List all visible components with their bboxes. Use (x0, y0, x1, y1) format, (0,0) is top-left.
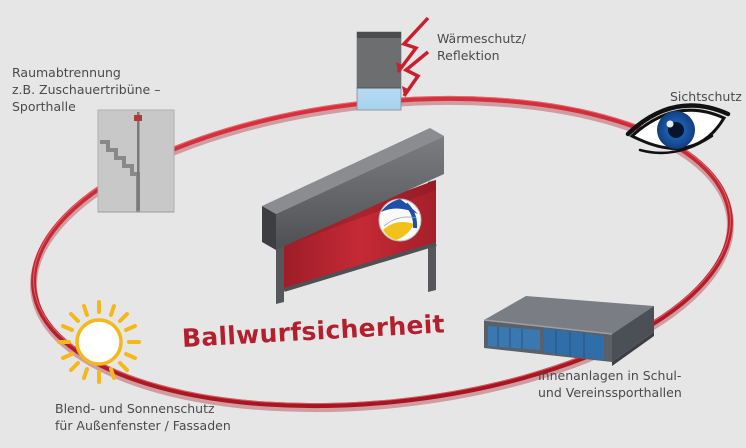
volleyball-icon (378, 198, 422, 242)
window-heat-reflection-icon (356, 16, 430, 111)
label-raumabtrennung-line-2: z.B. Zuschauertribüne – (12, 82, 161, 97)
tribune-partition-icon (97, 109, 175, 213)
sports-hall-building-icon (483, 296, 654, 366)
label-blendschutz-line-1: Blend- und Sonnenschutz (55, 401, 215, 416)
label-sichtschutz: Sichtschutz (670, 88, 742, 105)
label-raumabtrennung-line-3: Sporthalle (12, 99, 76, 114)
label-sichtschutz-line-1: Sichtschutz (670, 89, 742, 104)
label-innenanlagen: Innenanlagen in Schul- und Vereinssporth… (538, 367, 682, 401)
label-blendschutz: Blend- und Sonnenschutz für Außenfenster… (55, 400, 231, 434)
roller-net-with-volleyball (262, 128, 444, 304)
label-raumabtrennung-line-1: Raumabtrennung (12, 65, 121, 80)
label-raumabtrennung: Raumabtrennung z.B. Zuschauertribüne – S… (12, 64, 160, 115)
label-waermeschutz-line-1: Wärmeschutz/ (437, 31, 526, 46)
sun-icon (57, 300, 141, 384)
label-innenanlagen-line-1: Innenanlagen in Schul- (538, 368, 682, 383)
eye-icon (625, 103, 731, 155)
label-waermeschutz: Wärmeschutz/ Reflektion (437, 30, 526, 64)
label-blendschutz-line-2: für Außenfenster / Fassaden (55, 418, 231, 433)
label-waermeschutz-line-2: Reflektion (437, 48, 500, 63)
label-innenanlagen-line-2: und Vereinssporthallen (538, 385, 682, 400)
